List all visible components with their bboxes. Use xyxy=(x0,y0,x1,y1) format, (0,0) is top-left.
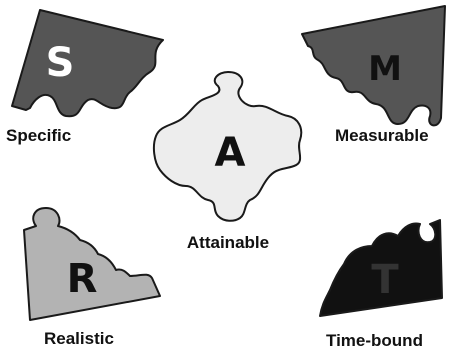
label-attainable: Attainable xyxy=(187,233,269,252)
puzzle-piece-s-shape xyxy=(12,10,163,116)
puzzle-piece-r: R xyxy=(24,208,160,320)
label-measurable: Measurable xyxy=(335,126,429,145)
puzzle-piece-s: S xyxy=(12,10,163,116)
puzzle-piece-m: M xyxy=(302,6,445,125)
puzzle-piece-t: T xyxy=(320,220,442,316)
label-specific: Specific xyxy=(6,126,71,145)
letter-r: R xyxy=(67,256,98,302)
letter-t: T xyxy=(371,257,399,303)
letter-a: A xyxy=(215,130,246,176)
label-realistic: Realistic xyxy=(44,329,114,348)
puzzle-piece-a: A xyxy=(154,72,301,221)
letter-m: M xyxy=(368,49,402,89)
label-time-bound: Time-bound xyxy=(326,331,423,350)
letter-s: S xyxy=(46,40,75,86)
